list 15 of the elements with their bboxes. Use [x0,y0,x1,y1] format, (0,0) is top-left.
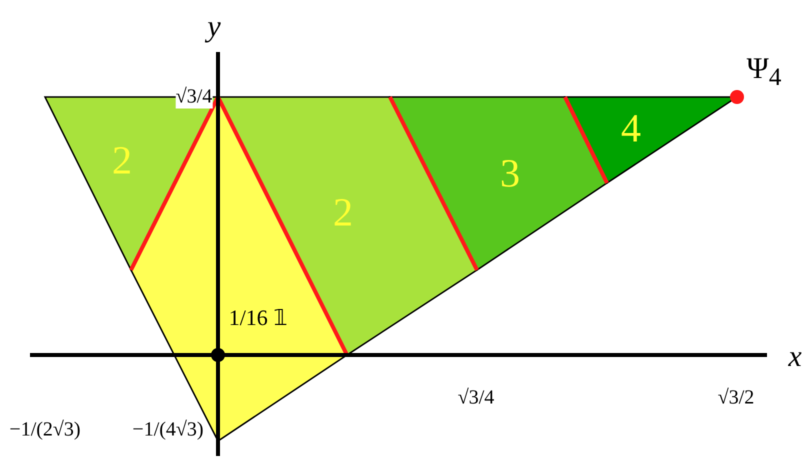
axis-label: y [207,10,221,44]
tick-label: −1/(4√3) [132,418,204,442]
region-label: 2 [112,136,132,184]
shaded-region [565,97,729,183]
axis-label: x [788,340,802,374]
tick-label: √3/2 [718,386,754,410]
tick-label: √3/4 [458,386,494,410]
region-label: 1/16 𝟙 [228,305,288,331]
point-label: Ψ$_{4}$ [746,52,782,92]
region-label: 3 [500,150,520,196]
tick-label: √3/4 [176,86,212,108]
shaded-region [390,97,607,270]
tick-label: −1/(2√3) [9,418,81,442]
region-label: 2 [333,188,353,236]
region-label: 4 [621,104,641,152]
